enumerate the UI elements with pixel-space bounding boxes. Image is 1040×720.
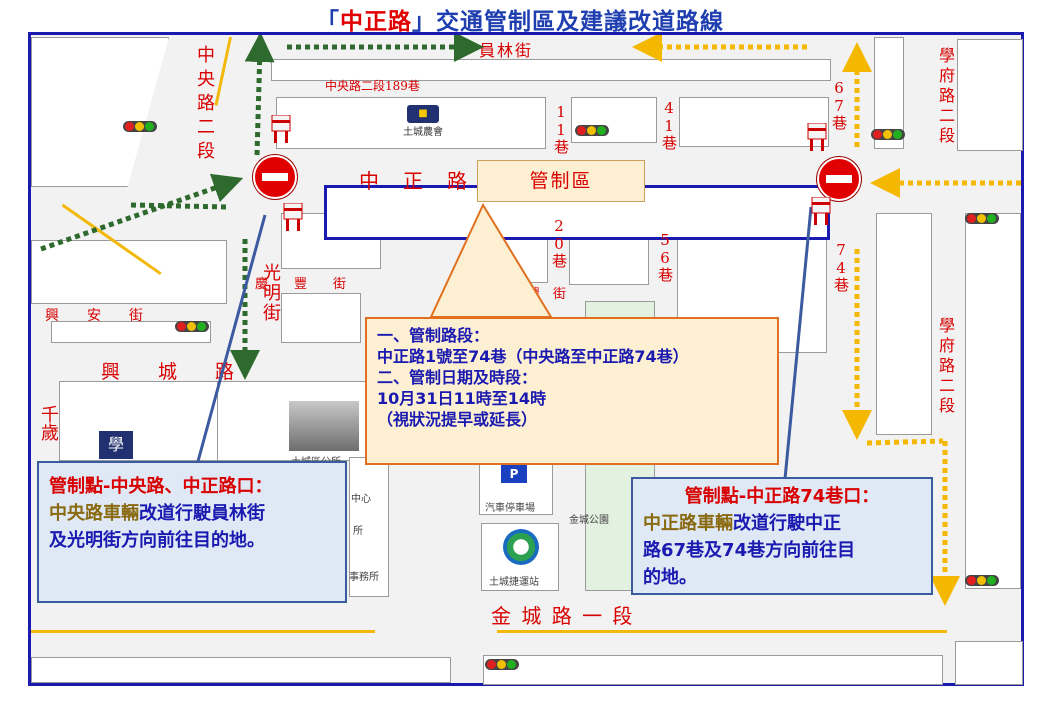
park-label: 金城公園	[569, 515, 609, 526]
traffic-light-icon	[123, 121, 157, 132]
street-qiansui: 千歲	[38, 405, 59, 441]
block-41	[679, 97, 829, 147]
farmers-logo: ■ 土城農會	[393, 105, 453, 141]
street-lane-11: 11巷	[552, 103, 570, 154]
street-lane-67: 67巷	[830, 79, 848, 130]
info-line-1: 一、管制路段：	[377, 326, 490, 345]
street-zhongzheng: 中 正 路	[359, 169, 469, 193]
street-zhongyang-189: 中央路二段189巷	[325, 79, 420, 93]
street-jincheng-1: 金 城 路 一 段	[491, 604, 635, 628]
control-info-box: 一、管制路段： 中正路1號至74巷（中央路至中正路74巷） 二、管制日期及時段：…	[365, 317, 779, 465]
block-guangming	[281, 293, 361, 343]
ctrl-right-part3: 路67巷及74巷方向前往目	[643, 540, 856, 561]
street-xuefu-top: 學府路二段	[936, 47, 955, 147]
street-lane-74: 74巷	[832, 241, 850, 292]
page-title: 「中正路」交通管制區及建議改道路線	[0, 2, 1040, 36]
barrier-icon	[811, 196, 831, 225]
road-line-jincheng-right	[497, 630, 947, 633]
street-xuefu-bottom: 學府路二段	[936, 317, 955, 417]
block-yuanlin-north	[271, 59, 831, 81]
street-lane-56: 56巷	[656, 231, 674, 282]
pointer-right	[783, 206, 813, 480]
traffic-light-icon	[965, 213, 999, 224]
street-qingfeng: 慶 豐 街	[255, 277, 347, 292]
block-south-right	[483, 655, 943, 685]
street-yuanlin: 員林街	[479, 41, 534, 60]
zone-label: 管制區	[477, 160, 645, 202]
control-point-left: 管制點-中央路、中正路口： 中央路車輛改道行駛員林街 及光明街方向前往目的地。	[37, 461, 347, 603]
info-line-5: （視狀況提早或延長）	[377, 410, 538, 429]
pointer-left	[195, 214, 267, 466]
place-office2: 事務所	[349, 572, 379, 583]
barrier-icon	[271, 114, 291, 143]
info-callout-tail	[429, 202, 553, 318]
place-office1: 所	[353, 526, 363, 537]
district-office-photo	[289, 401, 359, 451]
info-line-2: 中正路1號至74巷（中央路至中正路74巷）	[377, 347, 689, 366]
block-xingcheng-north	[51, 321, 211, 343]
info-line-4: 10月31日11時至14時	[377, 389, 547, 408]
ctrl-left-part2: 改道行駛員林街	[139, 503, 265, 524]
block-south-east	[955, 641, 1023, 685]
barrier-icon	[283, 202, 303, 231]
place-center: 中心	[351, 494, 371, 505]
street-guangming: 光明街	[260, 263, 281, 323]
school-icon: 學	[99, 431, 133, 459]
traffic-light-icon	[485, 659, 519, 670]
block-south-left	[31, 657, 451, 683]
ctrl-left-part3: 及光明街方向前往目的地。	[49, 530, 265, 551]
control-point-right: 管制點-中正路74巷口： 中正路車輛改道行駛中正 路67巷及74巷方向前往目 的…	[631, 477, 933, 595]
title-rest: 」交通管制區及建議改道路線	[412, 8, 724, 35]
street-xingcheng: 興 城 路	[101, 361, 235, 383]
ctrl-right-part4: 的地。	[643, 567, 697, 588]
no-entry-icon	[817, 157, 861, 201]
farmers-label: 土城農會	[403, 127, 443, 138]
info-line-3: 二、管制日期及時段：	[377, 368, 538, 387]
parking-icon: P	[501, 465, 527, 483]
street-zhongyang-2: 中央路二段	[194, 45, 215, 165]
route-green-diagonal-2	[130, 202, 230, 210]
traffic-light-icon	[175, 321, 209, 332]
traffic-light-icon	[965, 575, 999, 586]
route-arrows	[40, 35, 1021, 606]
no-entry-icon	[253, 155, 297, 199]
street-lane-41: 41巷	[660, 99, 678, 150]
traffic-light-icon	[575, 125, 609, 136]
ctrl-right-part2: 改道行駛中正	[733, 513, 841, 534]
barrier-icon	[807, 122, 827, 151]
title-highlight: 中正路	[340, 8, 412, 35]
block-74east	[876, 213, 932, 435]
route-yellow-south	[866, 438, 944, 446]
route-green-north	[244, 35, 275, 156]
map-area: 中 正 路 管制區 員林街 中央路二段189巷 中央路二段 學府路二段 學府路二…	[28, 32, 1024, 686]
farmers-icon: ■	[407, 105, 439, 123]
street-lane-20: 20巷	[550, 217, 568, 268]
route-green-diagonal	[40, 173, 244, 252]
block-xuefu-top	[957, 39, 1023, 151]
mrt-label: 土城捷運站	[489, 577, 539, 588]
street-xingan: 興 安 街	[45, 308, 143, 324]
title-open: 「	[316, 8, 340, 35]
ctrl-right-title: 管制點-中正路74巷口：	[684, 486, 880, 507]
block-xuefu-bottom	[965, 213, 1021, 589]
ctrl-left-part1: 中央路車輛	[49, 503, 139, 524]
parking-label: 汽車停車場	[485, 503, 535, 514]
ctrl-right-part1: 中正路車輛	[643, 513, 733, 534]
traffic-light-icon	[871, 129, 905, 140]
block-offices	[349, 457, 389, 597]
road-line-jincheng-left	[31, 630, 375, 633]
ctrl-left-title: 管制點-中央路、中正路口：	[49, 476, 273, 497]
mrt-icon	[503, 529, 539, 565]
